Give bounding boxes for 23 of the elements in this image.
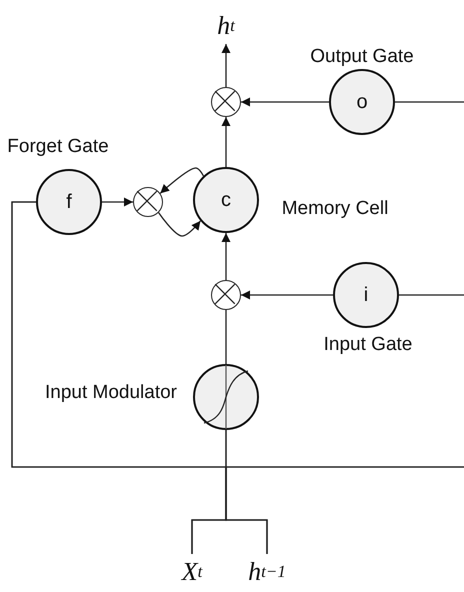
gate-label: Input Modulator <box>44 382 178 404</box>
gate-label: Forget Gate <box>7 136 109 158</box>
gate-label: Input Gate <box>324 334 412 356</box>
arrow <box>241 98 329 106</box>
gate-circle: f <box>36 169 102 235</box>
connector-line <box>399 294 464 296</box>
arrow <box>158 212 201 237</box>
arrow <box>222 233 230 280</box>
gate-label: Output Gate <box>310 46 414 68</box>
multiplication-node <box>211 280 241 310</box>
gate-circle: o <box>329 69 395 135</box>
arrow <box>160 167 204 194</box>
arrow <box>241 290 333 300</box>
gate-circle: i <box>333 262 399 328</box>
gate-circle: c <box>193 167 259 233</box>
gate-label: Memory Cell <box>282 198 388 220</box>
arrow <box>102 198 133 206</box>
multiplication-node <box>133 187 163 217</box>
connector-line <box>395 101 464 103</box>
arrow <box>222 44 230 87</box>
arrow <box>222 117 230 167</box>
connector-line <box>225 310 227 364</box>
multiplication-node <box>211 87 241 117</box>
